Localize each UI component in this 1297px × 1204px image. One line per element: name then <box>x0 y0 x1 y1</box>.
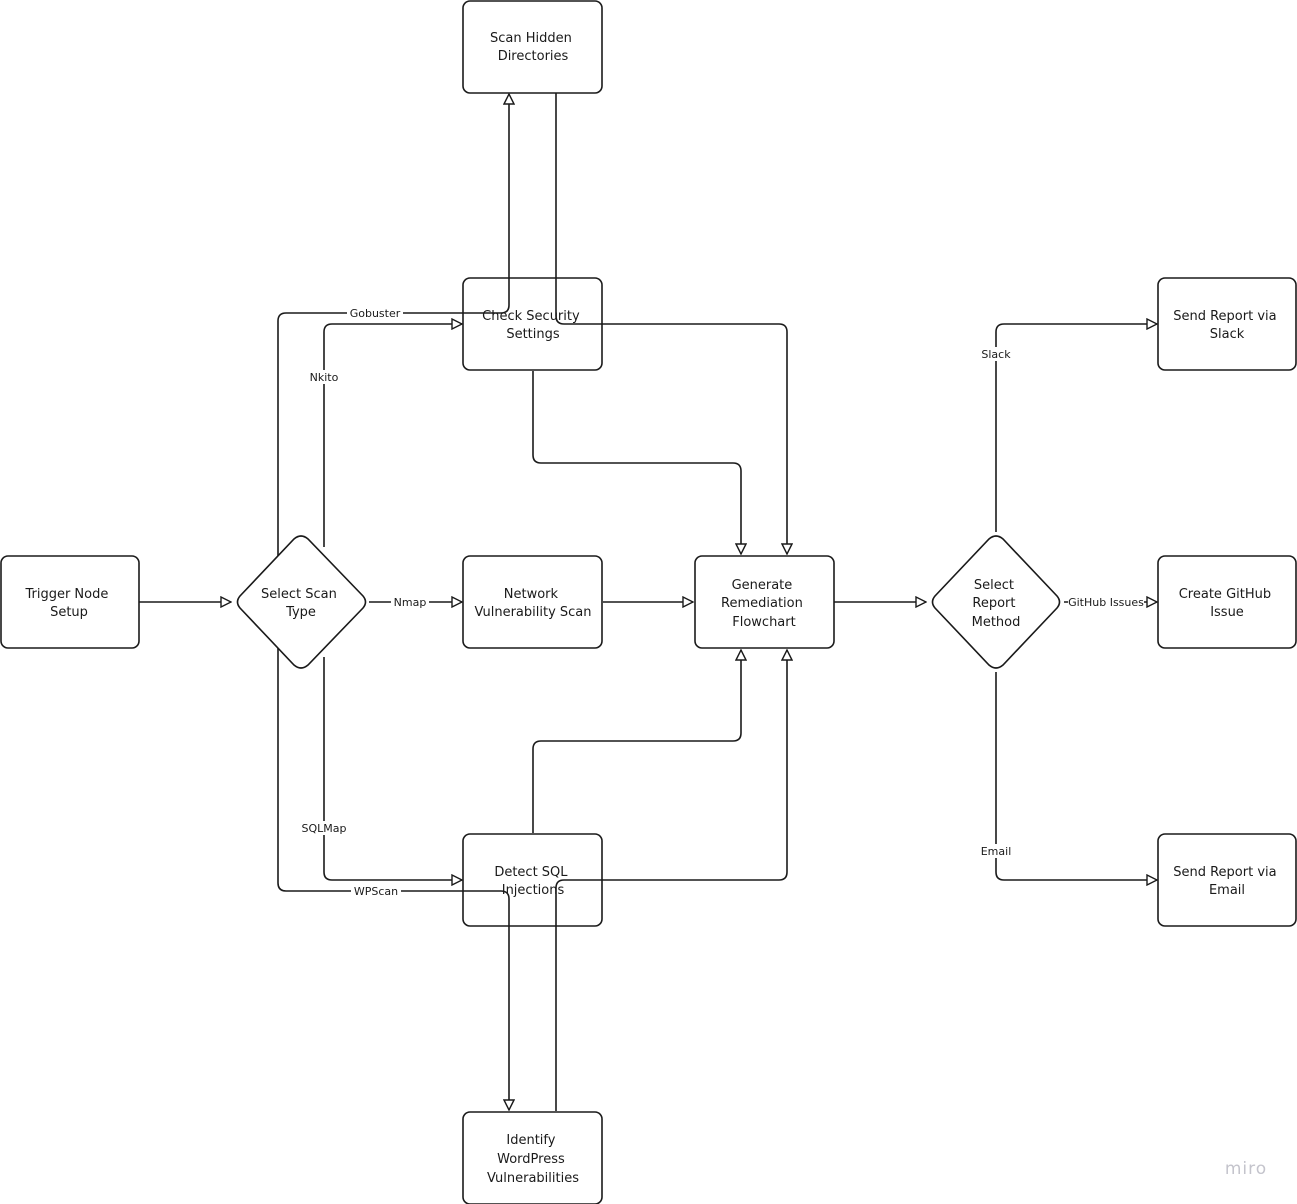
node-select-scan-label: Select Scan Type <box>261 587 341 620</box>
edge-label-nmap: Nmap <box>394 596 427 609</box>
node-email[interactable] <box>1157 833 1297 927</box>
node-detect-sql-label: Detect SQL Injections <box>494 865 571 898</box>
node-slack[interactable] <box>1157 277 1297 371</box>
node-generate-label: Generate Remediation Flowchart <box>721 578 807 630</box>
edge-label-slack: Slack <box>981 348 1011 361</box>
edge-slack <box>995 324 1157 532</box>
edge-label-sqlmap: SQLMap <box>302 822 347 835</box>
edge-scan-hidden-to-generate <box>555 93 787 554</box>
node-select-scan[interactable] <box>236 535 367 669</box>
node-identify-wp[interactable] <box>462 1111 603 1204</box>
node-scan-hidden-label: Scan Hidden Directories <box>490 31 576 64</box>
node-identify-wp-label: Identify WordPress Vulnerabilities <box>487 1133 579 1186</box>
node-labels: Trigger Node Setup Select Scan Type Scan… <box>24 31 1281 1186</box>
node-select-report-label: Select Report Method <box>972 578 1021 630</box>
edge-identify-wp-to-generate <box>555 650 787 1111</box>
edge-email <box>995 672 1157 880</box>
node-detect-sql[interactable] <box>462 833 603 927</box>
edge-label-wpscan: WPScan <box>354 885 398 898</box>
edge-detect-sql-to-generate <box>532 650 741 833</box>
node-slack-label: Send Report via Slack <box>1173 309 1281 342</box>
edge-label-nkito: Nkito <box>310 371 339 384</box>
node-trigger-label: Trigger Node Setup <box>24 587 112 620</box>
node-check-security-label: Check Security Settings <box>482 309 584 342</box>
miro-watermark: miro <box>1225 1159 1267 1179</box>
edge-label-email: Email <box>981 845 1012 858</box>
edge-check-security-to-generate <box>532 371 741 554</box>
node-network-scan-label: Network Vulnerability Scan <box>474 587 591 620</box>
node-scan-hidden[interactable] <box>462 0 603 94</box>
node-email-label: Send Report via Email <box>1173 865 1281 898</box>
edge-sqlmap <box>323 657 462 880</box>
edge-nkito <box>323 324 462 547</box>
node-check-security[interactable] <box>462 277 603 371</box>
node-select-report[interactable] <box>931 535 1061 669</box>
node-github[interactable] <box>1157 555 1297 649</box>
edge-labels: Gobuster Nkito Nmap SQLMap WPScan Slack … <box>300 306 1144 898</box>
node-network-scan[interactable] <box>462 555 603 649</box>
edge-label-gobuster: Gobuster <box>350 307 401 320</box>
node-trigger[interactable] <box>0 555 140 649</box>
edge-label-github: GitHub Issues <box>1068 596 1144 609</box>
node-generate[interactable] <box>694 555 835 649</box>
edge-gobuster <box>277 94 509 556</box>
node-github-label: Create GitHub Issue <box>1179 587 1276 620</box>
edge-wpscan <box>277 648 509 1110</box>
